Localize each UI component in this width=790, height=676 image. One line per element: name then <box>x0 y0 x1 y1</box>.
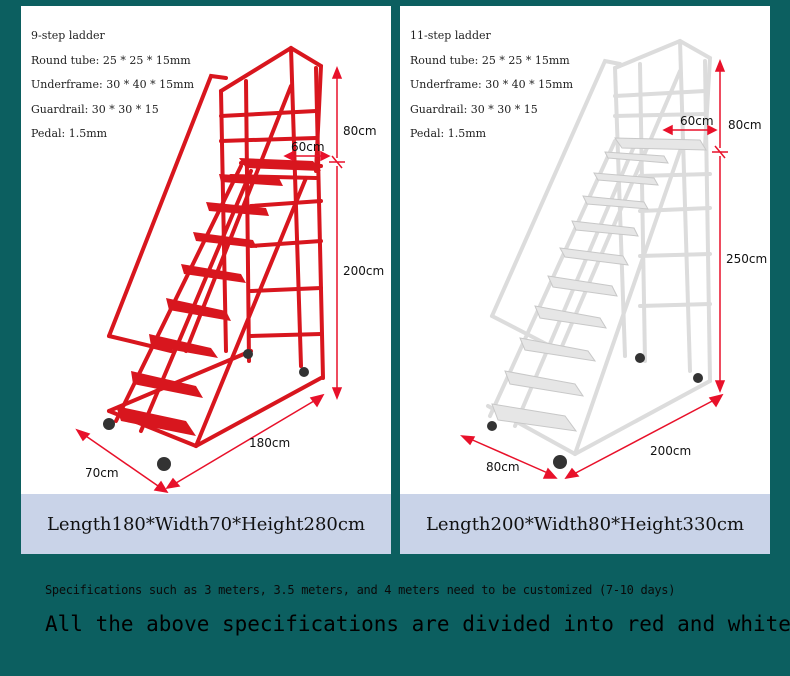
product-card-white: 11-step ladder Round tube: 25 * 25 * 15m… <box>400 6 770 554</box>
spec-pedal: Pedal: 1.5mm <box>31 127 108 140</box>
spec-list: 9-step ladder Round tube: 25 * 25 * 15mm… <box>31 24 194 147</box>
dim-rail-height: 80cm <box>728 118 762 132</box>
dim-width: 80cm <box>486 460 520 474</box>
color-options-banner: All the above specifications are divided… <box>45 612 790 636</box>
dim-top-width: 60cm <box>291 140 325 154</box>
spec-list: 11-step ladder Round tube: 25 * 25 * 15m… <box>410 24 573 147</box>
size-caption: Length180*Width70*Height280cm <box>21 494 391 554</box>
size-caption: Length200*Width80*Height330cm <box>400 494 770 554</box>
dim-width: 70cm <box>85 466 119 480</box>
dim-length: 180cm <box>249 436 291 450</box>
dim-length: 200cm <box>650 444 692 458</box>
spec-title: 9-step ladder <box>31 29 105 42</box>
dim-rail-height: 80cm <box>343 124 377 138</box>
dim-top-width: 60cm <box>680 114 714 128</box>
customization-note: Specifications such as 3 meters, 3.5 met… <box>45 583 676 597</box>
dim-height: 250cm <box>726 252 768 266</box>
white-ladder-image <box>460 38 728 480</box>
spec-round-tube: Round tube: 25 * 25 * 15mm <box>31 53 191 67</box>
spec-underframe: Underframe: 30 * 40 * 15mm <box>410 78 574 91</box>
product-card-red: 9-step ladder Round tube: 25 * 25 * 15mm… <box>21 6 391 554</box>
spec-pedal: Pedal: 1.5mm <box>410 127 487 140</box>
spec-guardrail: Guardrail: 30 * 30 * 15 <box>410 102 538 116</box>
red-ladder-image <box>75 45 345 494</box>
spec-guardrail: Guardrail: 30 * 30 * 15 <box>31 102 159 116</box>
spec-round-tube: Round tube: 25 * 25 * 15mm <box>410 53 570 67</box>
spec-title: 11-step ladder <box>410 29 491 42</box>
spec-underframe: Underframe: 30 * 40 * 15mm <box>31 78 195 91</box>
dim-height: 200cm <box>343 264 385 278</box>
